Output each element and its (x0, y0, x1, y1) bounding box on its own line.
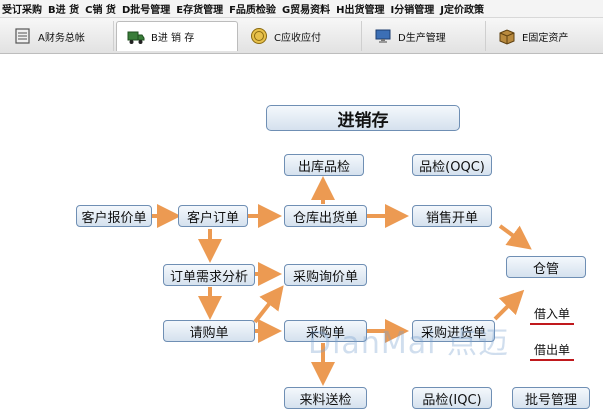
node-iqc[interactable]: 品检(IQC) (412, 387, 492, 409)
menu-item-c[interactable]: C销 货 (85, 5, 116, 16)
diagram-title: 进销存 (266, 105, 460, 131)
tab-c-receivables[interactable]: C应收应付 (240, 21, 362, 51)
arrow-receipt-to-warehouse (493, 289, 525, 321)
node-outbound-inspection[interactable]: 出库品检 (284, 154, 364, 176)
menu-item-i[interactable]: I分销管理 (390, 5, 435, 16)
node-requisition[interactable]: 请购单 (163, 320, 255, 342)
module-tab-strip: A财务总帐 B进 销 存 C应收应付 D生产管理 E固定资产 (0, 18, 603, 54)
tab-b-inventory[interactable]: B进 销 存 (116, 21, 238, 51)
tab-label: D生产管理 (398, 32, 446, 44)
borrow-out-label[interactable]: 借出单 (534, 343, 571, 357)
tab-label: B进 销 存 (151, 33, 195, 44)
menu-item-h[interactable]: H出货管理 (336, 5, 385, 16)
node-purchase-inquiry[interactable]: 采购询价单 (284, 264, 367, 286)
node-customer-order[interactable]: 客户订单 (178, 205, 248, 227)
tab-a-ledger[interactable]: A财务总帐 (4, 21, 114, 51)
node-order-demand-analysis[interactable]: 订单需求分析 (163, 264, 255, 286)
tab-d-production[interactable]: D生产管理 (364, 21, 486, 51)
tab-label: E固定资产 (522, 32, 569, 44)
box-icon (498, 27, 516, 45)
borrow-in-underline (530, 323, 574, 325)
tab-label: C应收应付 (274, 32, 321, 44)
node-purchase-receipt[interactable]: 采购进货单 (412, 320, 495, 342)
tab-e-fixed-assets[interactable]: E固定资产 (488, 21, 600, 51)
node-incoming-inspection[interactable]: 来料送检 (284, 387, 367, 409)
truck-icon (127, 28, 145, 46)
node-purchase-order[interactable]: 采购单 (284, 320, 367, 342)
menu-item-d[interactable]: D批号管理 (121, 5, 171, 16)
menu-bar: 受订采购 B进 货 C销 货 D批号管理 E存货管理 F品质检验 G贸易资料 H… (0, 0, 603, 18)
ledger-icon (14, 27, 32, 45)
menu-item-e[interactable]: E存货管理 (176, 5, 224, 16)
menu-item-j[interactable]: J定价政策 (440, 5, 484, 16)
arrow-requisition-to-inquiry (253, 285, 284, 324)
node-sales-invoice[interactable]: 销售开单 (412, 205, 492, 227)
coin-icon (250, 27, 268, 45)
borrow-in-label[interactable]: 借入单 (534, 307, 571, 321)
node-warehouse-mgmt[interactable]: 仓管 (506, 256, 586, 278)
menu-item-purchase[interactable]: 受订采购 (2, 5, 42, 16)
node-oqc[interactable]: 品检(OQC) (412, 154, 492, 176)
watermark: DianMai 点迈 (308, 326, 509, 361)
node-warehouse-shipment[interactable]: 仓库出货单 (284, 205, 367, 227)
node-batch-mgmt[interactable]: 批号管理 (512, 387, 590, 409)
arrow-invoice-to-warehouse (498, 224, 532, 250)
menu-item-f[interactable]: F品质检验 (229, 5, 276, 16)
menu-item-g[interactable]: G贸易资料 (281, 5, 331, 16)
node-customer-quote[interactable]: 客户报价单 (76, 205, 152, 227)
monitor-icon (374, 27, 392, 45)
borrow-out-underline (530, 359, 574, 361)
menu-item-b[interactable]: B进 货 (48, 5, 80, 16)
tab-label: A财务总帐 (38, 32, 85, 44)
